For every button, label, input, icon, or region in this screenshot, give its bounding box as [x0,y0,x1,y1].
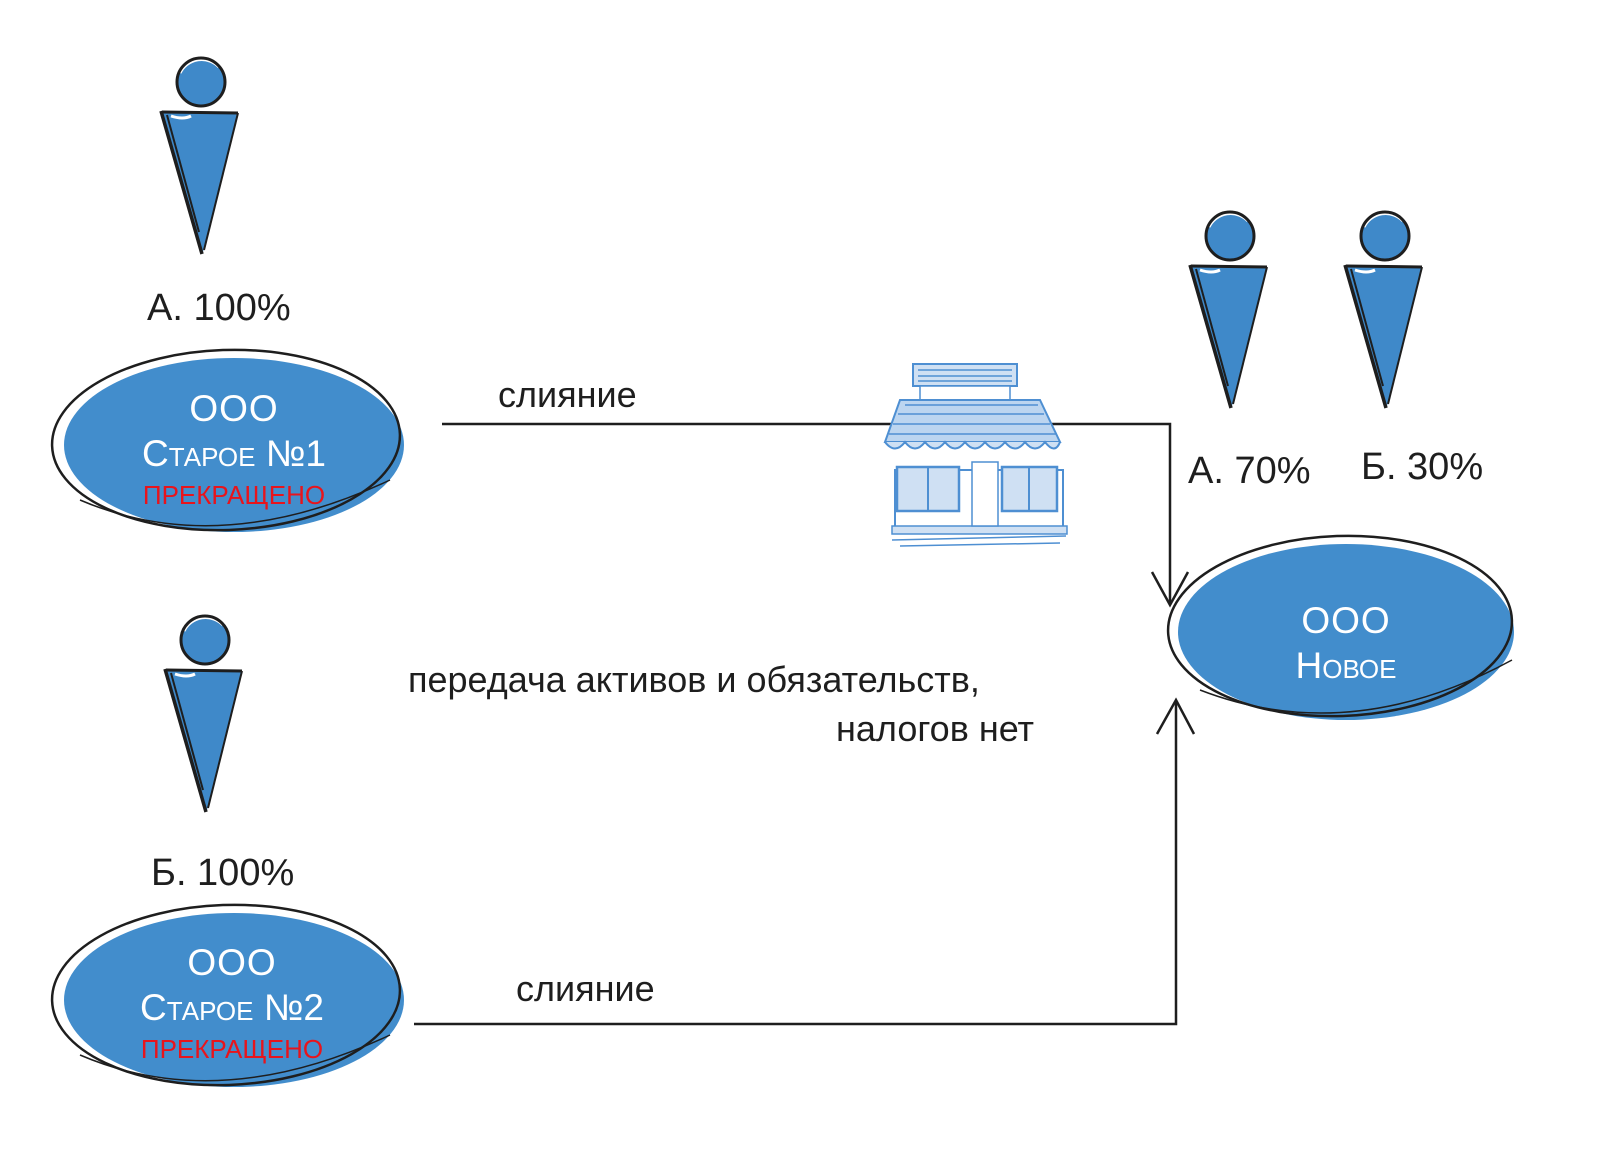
person-icon-new-owner-b [1343,210,1424,410]
ellipse-old-company-2 [50,903,404,1087]
edge-label-merge-bottom: слияние [516,968,655,1009]
old-company-1-type: ООО [189,388,279,429]
connector-merge-top [442,422,1190,608]
new-company-node: ООО Новое [1221,598,1471,688]
old-company-2-name: Старое №2 [140,987,324,1029]
connector-merge-bottom [414,697,1196,1026]
old-company-1-status: ПРЕКРАЩЕНО [142,480,326,511]
person-icon-owner-b [163,614,244,814]
edge-label-merge-top: слияние [498,374,637,415]
old-company-2-type: ООО [187,942,277,983]
ellipse-new-company [1166,534,1514,720]
owner-a-share-label: А. 100% [147,287,291,329]
owner-b-share-label: Б. 100% [151,852,295,894]
old-company-1-node: ООО Старое №1 ПРЕКРАЩЕНО [84,386,384,512]
note-line-1: передача активов и обязательств, [408,659,980,700]
new-company-name: Новое [1295,645,1397,687]
note-line-2: налогов нет [836,708,1035,749]
new-owner-a-share-label: А. 70% [1188,450,1311,492]
old-company-2-status: ПРЕКРАЩЕНО [140,1034,324,1065]
old-company-1-name: Старое №1 [142,433,326,475]
old-company-2-node: ООО Старое №2 ПРЕКРАЩЕНО [82,940,382,1066]
person-icon-new-owner-a [1188,210,1269,410]
shop-building-icon [883,363,1068,547]
new-owner-b-share-label: Б. 30% [1361,446,1484,488]
person-icon-owner-a [159,56,240,256]
ellipse-old-company-1 [50,348,404,532]
new-company-type: ООО [1301,600,1391,641]
